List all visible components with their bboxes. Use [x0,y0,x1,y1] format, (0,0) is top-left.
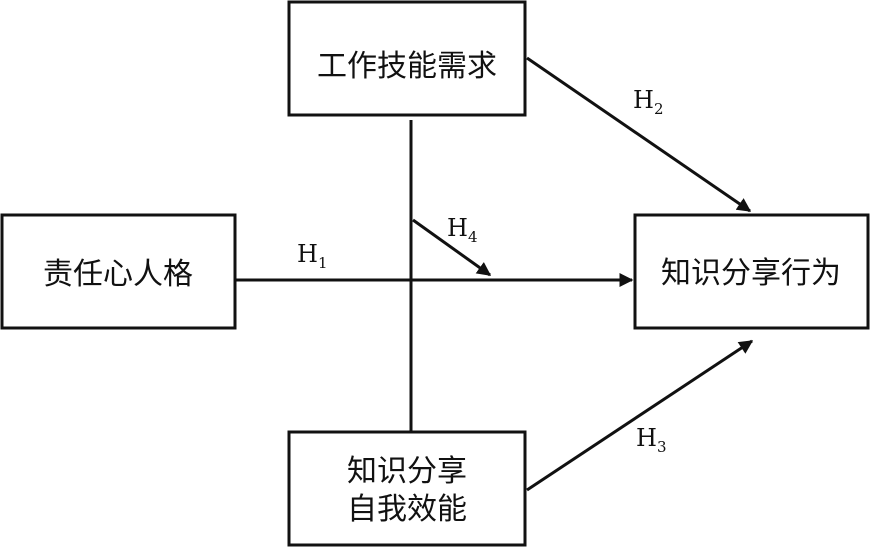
label-h3: H3 [636,424,666,456]
label-h4: H4 [447,214,477,246]
label-h4-index: 4 [468,228,478,246]
box-conscientiousness [0,213,237,330]
box-knowledge-sharing-self-efficacy [287,430,527,547]
label-h1-letter: H [297,240,318,268]
box-job-skill-demand [287,0,527,117]
label-conscientiousness: 责任心人格 [43,257,193,292]
label-h3-letter: H [636,424,657,452]
arrow-h2 [526,56,752,213]
label-h1: H1 [297,240,327,272]
label-h2-index: 2 [654,100,664,118]
label-h2: H2 [633,86,663,118]
label-self-efficacy-line2: 自我效能 [347,492,467,527]
label-job-skill-demand: 工作技能需求 [317,49,497,84]
arrow-h4 [412,218,492,277]
label-h3-index: 3 [657,438,667,456]
arrow-h3 [526,339,754,492]
label-h2-letter: H [633,86,654,114]
label-knowledge-sharing-behavior: 知识分享行为 [661,256,841,291]
label-h1-index: 1 [318,254,328,272]
label-self-efficacy-line1: 知识分享 [347,454,467,489]
box-knowledge-sharing-behavior [633,213,870,330]
label-h4-letter: H [447,214,468,242]
